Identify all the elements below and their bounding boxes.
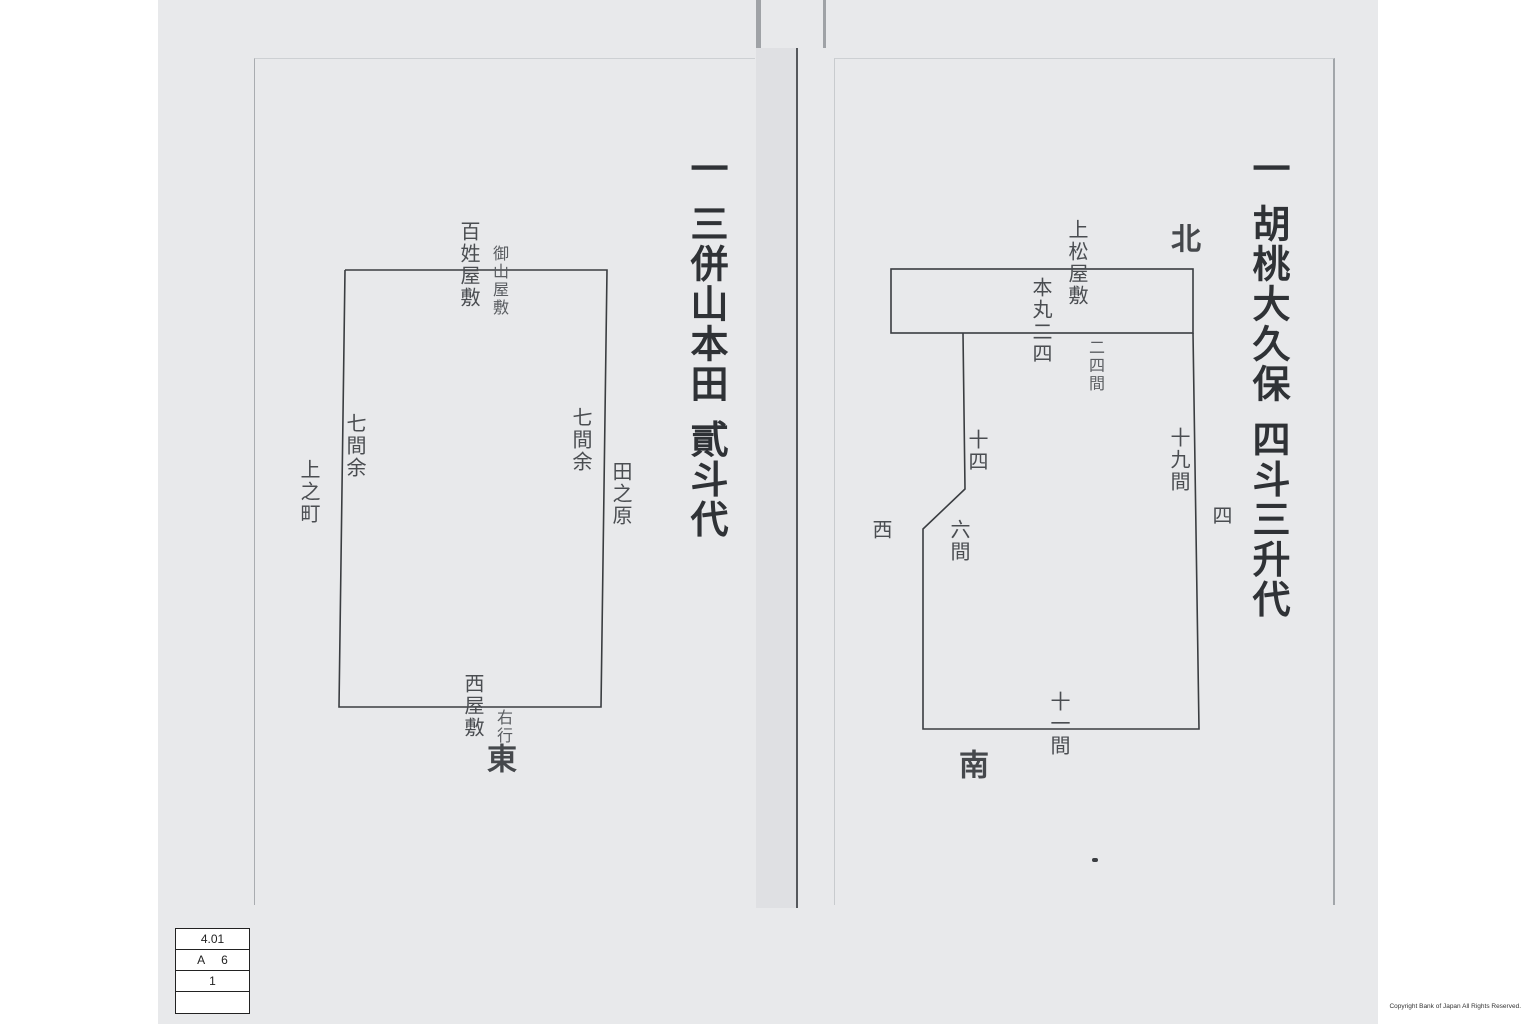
- right-neighbor: 田之原: [609, 461, 633, 527]
- left-top-label: 百姓屋敷: [457, 221, 481, 309]
- right-diagonal-measure: 六間: [947, 519, 971, 563]
- right-plan-title: 一 胡桃大久保 四斗三升代: [1246, 149, 1291, 620]
- right-direction-south: 南: [953, 749, 988, 781]
- left-direction-mark: 東: [481, 743, 516, 775]
- left-neighbor: 上之町: [297, 459, 321, 525]
- ref-row-2: A 6: [176, 950, 249, 971]
- right-plot-outline: [922, 332, 1200, 730]
- right-direction-north: 北: [1165, 223, 1200, 255]
- archive-reference-box: 4.01 A 6 1: [175, 928, 250, 1014]
- bottom-label: 西屋敷: [461, 673, 485, 739]
- right-right-measure: 十九間: [1167, 427, 1191, 493]
- left-plot-outline: [338, 269, 608, 708]
- right-side-measure: 七間余: [569, 407, 593, 473]
- right-page: 一 胡桃大久保 四斗三升代 北 上松屋敷 本丸二四 二四間 十四 六間 十九間 …: [834, 58, 1335, 905]
- left-plan-drawing: [338, 269, 608, 708]
- ref-row-3: 1: [176, 971, 249, 992]
- strip-sub: 二四間: [1086, 339, 1105, 393]
- scanned-spread: 一 三併山本田 貳斗代 百姓屋敷 御山屋敷 七間余 上之町 七間余 田之原 西屋…: [158, 0, 1378, 1024]
- right-plot-strip: [890, 268, 1194, 334]
- right-west-mark: 西: [869, 519, 893, 541]
- bottom-sub: 右行: [494, 709, 513, 745]
- ref-row-4: [176, 992, 249, 1012]
- left-plan-title: 一 三併山本田 貳斗代: [684, 149, 729, 540]
- right-bottom-measure: 十一間: [1047, 691, 1071, 757]
- book-gutter: [756, 48, 798, 908]
- ref-row-1: 4.01: [176, 929, 249, 950]
- right-left-measure: 十四: [965, 429, 989, 473]
- ref-row-2-a: A: [197, 953, 205, 967]
- right-side-mark: 四: [1209, 505, 1233, 527]
- binding-top: [756, 0, 826, 48]
- right-plan-drawing: [890, 268, 1200, 730]
- ref-row-2-b: 6: [221, 953, 228, 967]
- left-top-sub: 御山屋敷: [490, 245, 509, 317]
- left-side-measure: 七間余: [343, 413, 367, 479]
- strip-label: 本丸二四: [1029, 277, 1053, 365]
- copyright-notice: Copyright Bank of Japan All Rights Reser…: [1389, 1003, 1521, 1010]
- ink-dot: [1092, 858, 1098, 862]
- left-page: 一 三併山本田 貳斗代 百姓屋敷 御山屋敷 七間余 上之町 七間余 田之原 西屋…: [254, 58, 755, 905]
- north-sub: 上松屋敷: [1065, 219, 1089, 307]
